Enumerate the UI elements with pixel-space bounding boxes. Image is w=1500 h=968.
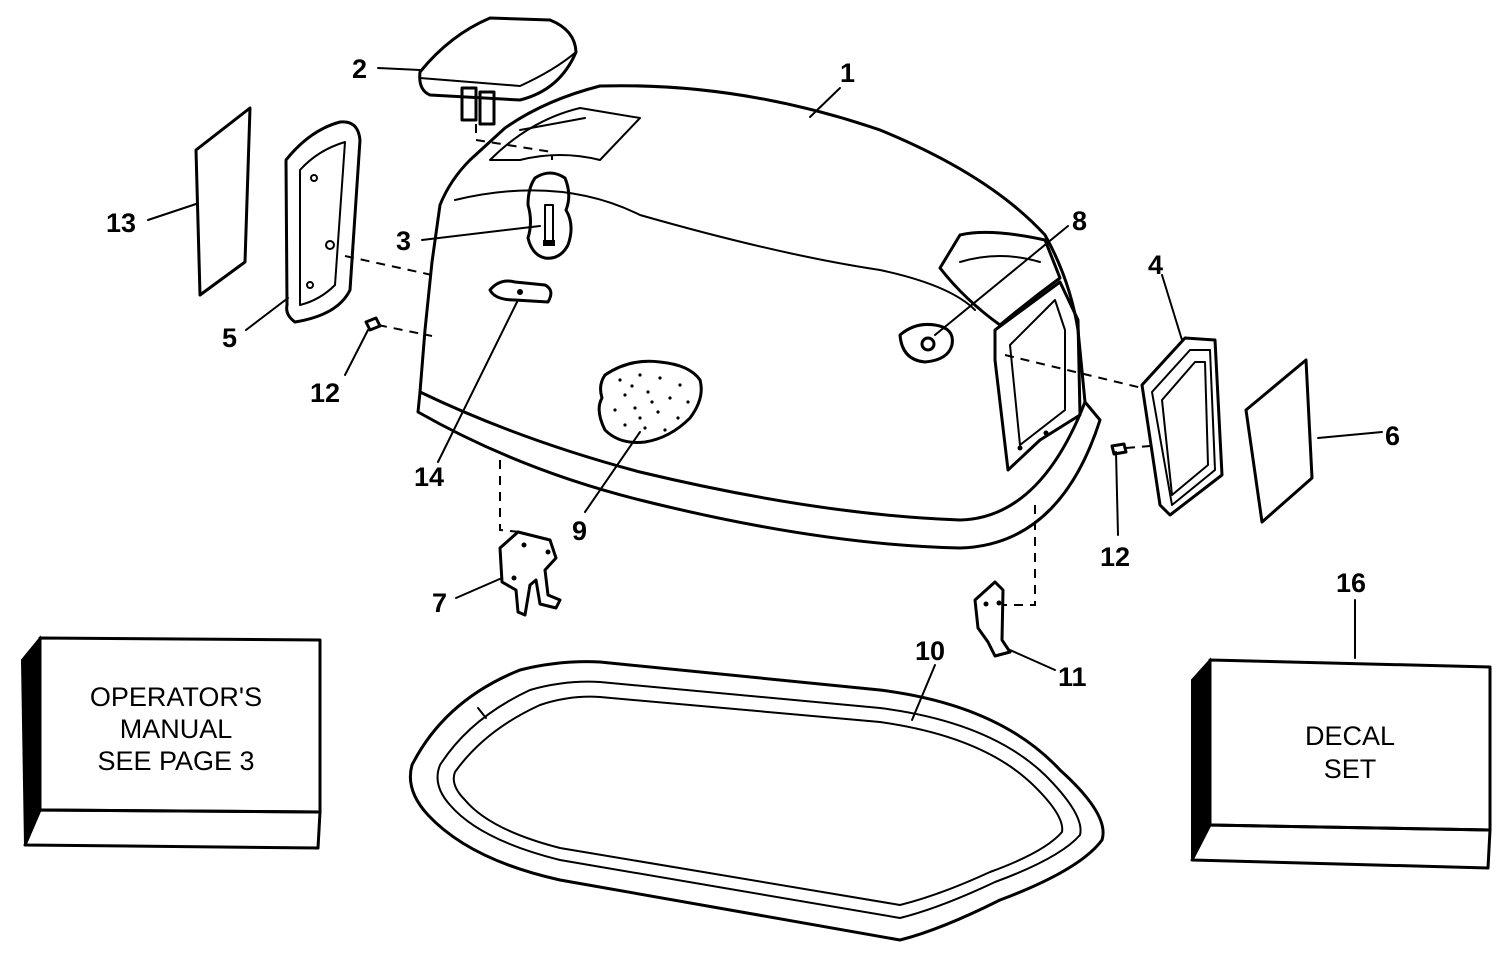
callout-7: 7 <box>432 588 447 618</box>
decal-plate-part-6 <box>1244 358 1314 524</box>
callout-labels: 1 2 3 4 5 6 7 8 9 10 11 12 12 13 14 16 <box>106 54 1400 692</box>
manual-line-1: OPERATOR'S <box>90 682 262 712</box>
side-frame-part-4 <box>1140 336 1224 517</box>
seal-part-10 <box>408 660 1105 942</box>
callout-12-left: 12 <box>310 378 340 408</box>
handle-part-2 <box>418 16 578 126</box>
operators-manual-box: OPERATOR'S MANUAL SEE PAGE 3 <box>20 635 322 850</box>
foam-part-9 <box>597 359 703 444</box>
callout-13: 13 <box>106 208 136 238</box>
assembly-dashed-lines <box>344 124 1151 606</box>
callout-10: 10 <box>915 636 945 666</box>
callout-11: 11 <box>1058 662 1087 692</box>
callout-9: 9 <box>572 516 587 546</box>
pin-part-12-left <box>364 316 382 332</box>
decal-set-box: DECAL SET <box>1190 657 1492 870</box>
manual-line-2: MANUAL <box>120 714 233 744</box>
grommet-part-8 <box>898 323 954 364</box>
side-frame-part-5 <box>284 120 362 324</box>
callout-16: 16 <box>1336 568 1366 598</box>
callout-6: 6 <box>1385 421 1400 451</box>
callout-12-right: 12 <box>1100 542 1130 572</box>
screw-part-3 <box>526 171 573 260</box>
bracket-part-11 <box>973 580 1012 658</box>
pin-part-12-right <box>1110 442 1128 456</box>
callout-1: 1 <box>840 58 855 88</box>
callout-5: 5 <box>222 323 237 353</box>
manual-line-3: SEE PAGE 3 <box>97 746 254 776</box>
callout-8: 8 <box>1072 206 1087 236</box>
bracket-part-7 <box>498 530 562 617</box>
callout-2: 2 <box>352 54 367 84</box>
leader-lines <box>147 67 1383 721</box>
decal-line-1: DECAL <box>1305 721 1395 751</box>
clip-part-14 <box>488 279 553 304</box>
decal-plate-part-13 <box>194 106 252 297</box>
engine-cover-part-1 <box>416 84 1102 550</box>
callout-14: 14 <box>414 462 444 492</box>
decal-line-2: SET <box>1324 754 1377 784</box>
callout-4: 4 <box>1148 250 1163 280</box>
callout-3: 3 <box>396 226 411 256</box>
